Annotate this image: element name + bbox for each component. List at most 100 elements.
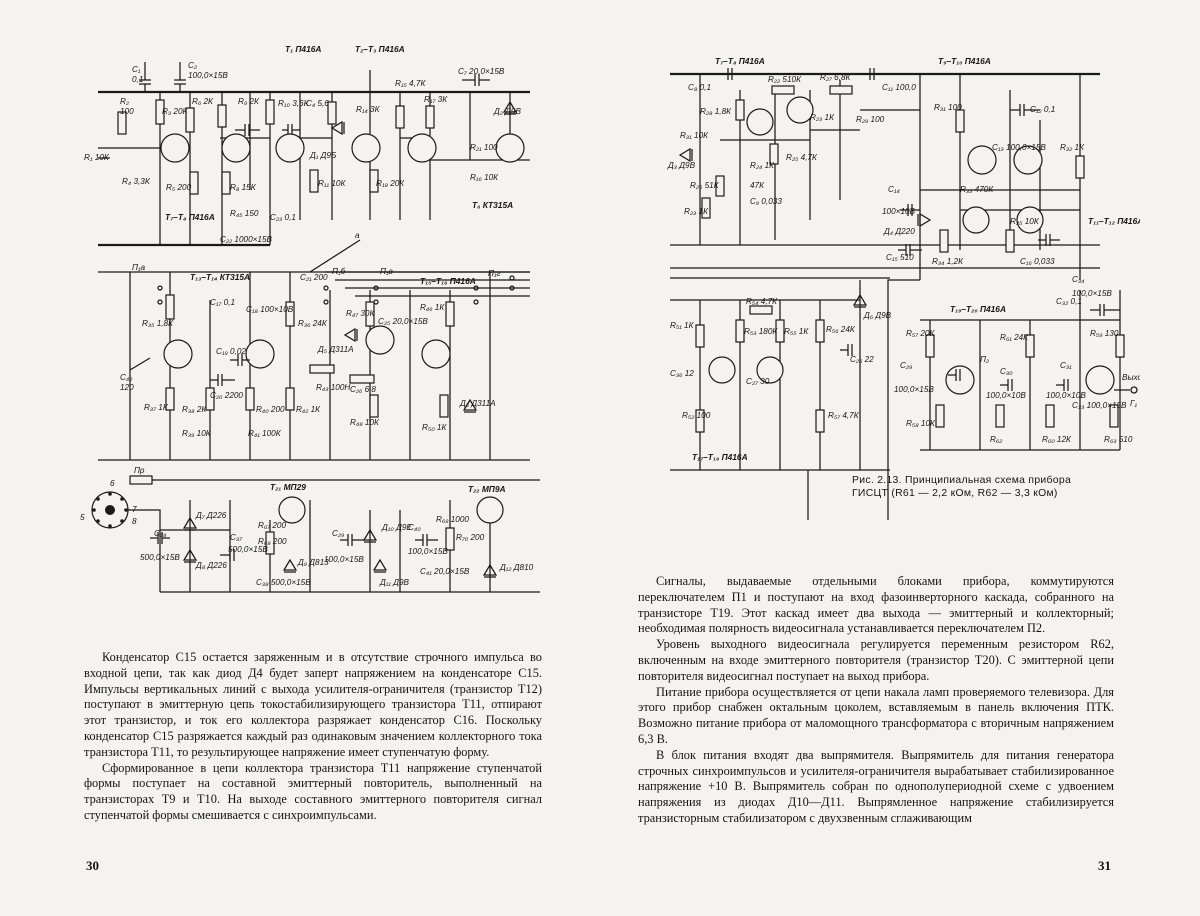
svg-text:C₂₉: C₂₉ xyxy=(900,361,913,370)
svg-text:T₁₉–T₂₀ П416А: T₁₉–T₂₀ П416А xyxy=(950,304,1006,314)
svg-text:Д₁₂ Д810: Д₁₂ Д810 xyxy=(499,563,534,572)
svg-text:T₇–T₈ П416А: T₇–T₈ П416А xyxy=(715,56,765,66)
svg-text:R₁₁ 10К: R₁₁ 10К xyxy=(318,179,346,188)
svg-text:R₄₁ 100К: R₄₁ 100К xyxy=(248,429,282,438)
right-paragraph-3: Питание прибора осуществляется от цепи н… xyxy=(638,684,1114,746)
svg-text:R₉ 2К: R₉ 2К xyxy=(238,97,260,106)
svg-text:C₂₁ 200: C₂₁ 200 xyxy=(300,273,328,282)
svg-text:Г₁: Г₁ xyxy=(1130,399,1137,408)
figure-caption-line-1: Рис. 2.13. Принципиальная схема прибора xyxy=(852,475,1072,486)
svg-text:8: 8 xyxy=(132,517,137,526)
svg-text:Д₁₀ Д9Е: Д₁₀ Д9Е xyxy=(381,523,412,532)
svg-text:R₁₆ 10К: R₁₆ 10К xyxy=(470,173,499,182)
label-t2t3: T₂–T₃ П416А xyxy=(355,44,405,54)
svg-text:R₁₀ 3,6К: R₁₀ 3,6К xyxy=(278,99,310,108)
right-text-block: Сигналы, выдаваемые отдельными блоками п… xyxy=(638,574,1114,827)
svg-text:R₂₅ 4,7К: R₂₅ 4,7К xyxy=(786,153,818,162)
svg-text:R₈ 15К: R₈ 15К xyxy=(230,183,257,192)
svg-text:T₆ КТ315А: T₆ КТ315А xyxy=(472,200,513,210)
label-t1: T₁ П416А xyxy=(285,44,321,54)
svg-text:C₄₁ 20,0×15В: C₄₁ 20,0×15В xyxy=(420,567,470,576)
svg-text:R₂₃ 1К: R₂₃ 1К xyxy=(810,113,835,122)
svg-text:C₂₇ 30: C₂₇ 30 xyxy=(746,377,770,386)
svg-text:R₂₉ 100: R₂₉ 100 xyxy=(856,115,885,124)
svg-text:0,1: 0,1 xyxy=(132,75,143,84)
svg-text:C₂₅ 20,0×15В: C₂₅ 20,0×15В xyxy=(378,317,428,326)
svg-text:R₃₅ 10К: R₃₅ 10К xyxy=(1010,217,1040,226)
svg-text:R₁₇ 3К: R₁₇ 3К xyxy=(424,95,448,104)
svg-text:Д₅ Д311А: Д₅ Д311А xyxy=(317,345,354,354)
svg-text:R₃₆ 24К: R₃₆ 24К xyxy=(298,319,328,328)
svg-text:T₁₇–T₁₈ П416А: T₁₇–T₁₈ П416А xyxy=(692,452,748,462)
svg-text:R₂₄ 1К: R₂₄ 1К xyxy=(750,161,775,170)
svg-text:C₁₁ 100,0: C₁₁ 100,0 xyxy=(882,83,916,92)
svg-text:C₃₁: C₃₁ xyxy=(1060,361,1072,370)
svg-text:R₂: R₂ xyxy=(120,97,130,106)
svg-text:C₂₆ 6,8: C₂₆ 6,8 xyxy=(350,385,376,394)
svg-text:R₆₁ 24К: R₆₁ 24К xyxy=(1000,333,1029,342)
svg-text:C₃₇: C₃₇ xyxy=(230,533,243,542)
svg-text:R₂₇ 6,8К: R₂₇ 6,8К xyxy=(820,73,852,82)
svg-text:47К: 47К xyxy=(750,181,765,190)
svg-text:6: 6 xyxy=(110,479,115,488)
svg-text:C₄ 5,6: C₄ 5,6 xyxy=(306,99,329,108)
svg-text:C₂₂ 1000×15В: C₂₂ 1000×15В xyxy=(220,235,273,244)
svg-text:R₆₃ 510: R₆₃ 510 xyxy=(1104,435,1133,444)
svg-text:T₁₅–T₁₆ П416А: T₁₅–T₁₆ П416А xyxy=(420,276,476,286)
svg-text:R₅₄ 4,7К: R₅₄ 4,7К xyxy=(746,297,778,306)
svg-text:100,0×10В: 100,0×10В xyxy=(1046,391,1086,400)
svg-text:R₅₇ 20К: R₅₇ 20К xyxy=(906,329,935,338)
svg-text:C₂₈: C₂₈ xyxy=(154,529,167,538)
svg-text:R₅₅ 1К: R₅₅ 1К xyxy=(784,327,809,336)
svg-text:Пр: Пр xyxy=(134,466,145,475)
svg-text:R₅ 200: R₅ 200 xyxy=(166,183,192,192)
svg-text:R₃₂ 1К: R₃₂ 1К xyxy=(1060,143,1085,152)
svg-text:R₂₆ 51К: R₂₆ 51К xyxy=(690,181,720,190)
svg-text:C₁₉ 0,02: C₁₉ 0,02 xyxy=(216,347,246,356)
svg-text:C₁₅ 510: C₁₅ 510 xyxy=(886,253,914,262)
svg-text:R₆₂: R₆₂ xyxy=(990,435,1003,444)
svg-text:R₄₀ 200: R₄₀ 200 xyxy=(256,405,285,414)
svg-text:100,0×15В: 100,0×15В xyxy=(1072,289,1112,298)
svg-text:R₂₁ 100: R₂₁ 100 xyxy=(470,143,498,152)
svg-text:a: a xyxy=(355,231,360,240)
svg-text:C₁₂ 0,1: C₁₂ 0,1 xyxy=(1030,105,1055,114)
svg-text:П₁а: П₁а xyxy=(132,263,146,272)
svg-text:R₅₇ 4,7К: R₅₇ 4,7К xyxy=(828,411,860,420)
svg-text:R₃ 20К: R₃ 20К xyxy=(162,107,189,116)
svg-text:R₂₈ 1,8К: R₂₈ 1,8К xyxy=(700,107,732,116)
svg-text:R₄₅ 150: R₄₅ 150 xyxy=(230,209,259,218)
right-page-number: 31 xyxy=(1098,858,1111,873)
svg-text:C₉ 0,033: C₉ 0,033 xyxy=(750,197,782,206)
svg-text:C₂₀ 2200: C₂₀ 2200 xyxy=(210,391,243,400)
right-paragraph-1: Сигналы, выдаваемые отдельными блоками п… xyxy=(638,574,1114,636)
left-paragraph-1: Конденсатор C15 остается заряженным и в … xyxy=(84,650,542,759)
svg-text:R₆₈ 200: R₆₈ 200 xyxy=(258,537,287,546)
svg-text:C₄₂: C₄₂ xyxy=(120,373,133,382)
svg-text:Д₉ Д813: Д₉ Д813 xyxy=(297,558,329,567)
svg-text:C₃₆ 12: C₃₆ 12 xyxy=(670,369,694,378)
svg-text:Д₃ Д9В: Д₃ Д9В xyxy=(667,161,696,170)
svg-text:П₂: П₂ xyxy=(980,355,990,364)
svg-text:T₁₃–T₁₄ КТ315А: T₁₃–T₁₄ КТ315А xyxy=(190,272,250,282)
right-schematic-diagram: T₇–T₈ П416А T₉–T₁₀ П416А C₈ 0,1 R₂₂ 510К… xyxy=(667,56,1140,520)
svg-text:П₁б: П₁б xyxy=(332,267,346,276)
svg-text:R₁ 10К: R₁ 10К xyxy=(84,153,110,162)
svg-text:R₃₁ 10К: R₃₁ 10К xyxy=(680,131,709,140)
figure-caption: Рис. 2.13. Принципиальная схема прибора … xyxy=(852,474,1182,500)
svg-text:T₂₂ МП9А: T₂₂ МП9А xyxy=(468,484,506,494)
svg-text:C₁₃ 100,0×15В: C₁₃ 100,0×15В xyxy=(992,143,1046,152)
svg-text:R₆₇ 200: R₆₇ 200 xyxy=(258,521,286,530)
svg-text:R₄₆ 1К: R₄₆ 1К xyxy=(420,303,445,312)
svg-text:R₁₄ 3К: R₁₄ 3К xyxy=(356,105,381,114)
svg-text:Д₆ Д311А: Д₆ Д311А xyxy=(459,399,496,408)
svg-text:100: 100 xyxy=(120,107,134,116)
svg-text:C₁: C₁ xyxy=(132,65,141,74)
svg-text:R₇₀ 200: R₇₀ 200 xyxy=(456,533,485,542)
figure-caption-line-2: ГИСЦТ (R61 — 2,2 кОм, R62 — 3,3 кОм) xyxy=(852,488,1058,499)
svg-text:7: 7 xyxy=(132,505,137,514)
svg-text:120: 120 xyxy=(120,383,134,392)
svg-text:C₁₇ 0,1: C₁₇ 0,1 xyxy=(210,298,235,307)
